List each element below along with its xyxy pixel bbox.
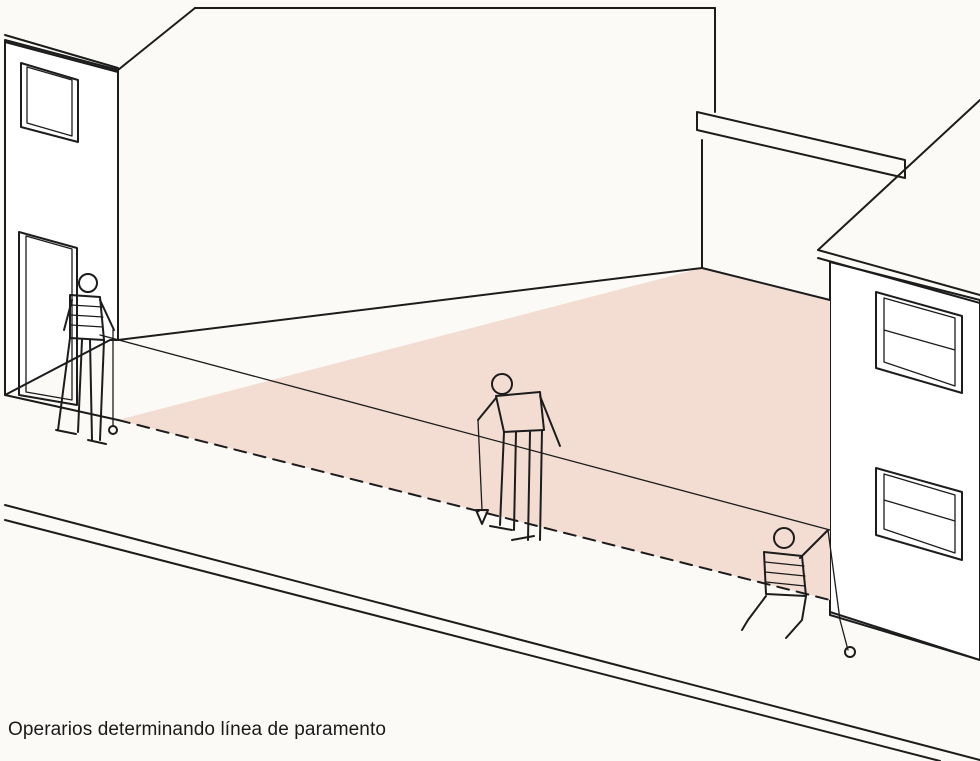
alignment-strings [99,334,831,601]
right-house [817,99,980,661]
right-house-upper-window [875,291,963,394]
left-house-door [18,231,78,406]
building-plot-area [118,268,830,600]
right-house-lower-window [875,467,963,561]
left-house-window [20,62,79,143]
worker-middle [475,373,561,541]
worker-left [55,273,118,445]
worker-right [741,527,856,658]
illustration-caption: Operarios determinando línea de parament… [8,719,386,740]
